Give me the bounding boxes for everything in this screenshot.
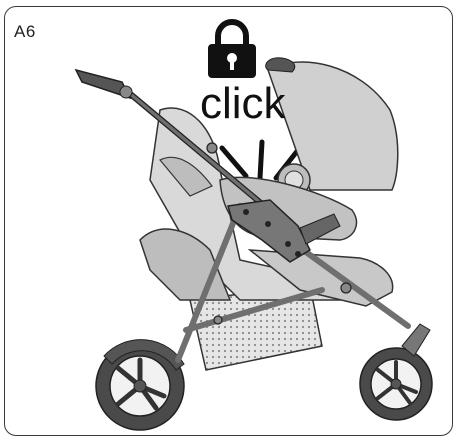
click-callout-text: click	[200, 82, 286, 126]
front-wheel	[360, 324, 432, 420]
handlebar	[76, 70, 132, 98]
rear-wheel	[96, 340, 184, 430]
padlock-locked-icon	[208, 22, 256, 78]
